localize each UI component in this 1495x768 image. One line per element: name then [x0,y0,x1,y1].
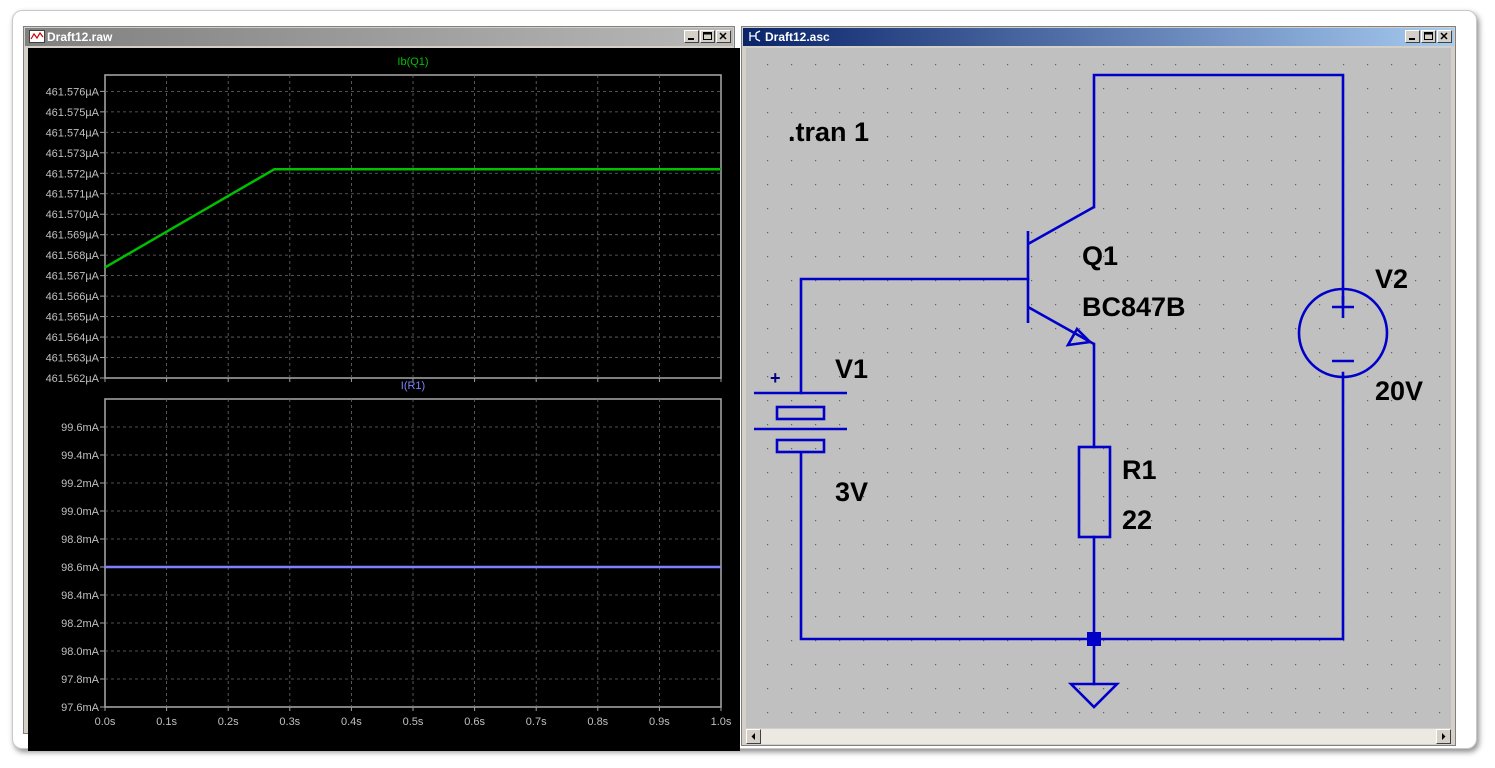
v1-plus-label: + [770,368,781,388]
x-tick-label: 0.8s [587,716,608,728]
y-tick-label: 461.571µA [46,189,100,201]
v1-value-label[interactable]: 3V [835,477,868,507]
y-tick-label: 461.569µA [46,230,100,242]
q1-name-label[interactable]: Q1 [1082,241,1118,271]
battery-v1[interactable] [754,391,847,454]
close-button[interactable] [1437,30,1452,43]
maximize-icon [1424,32,1433,40]
close-icon [1440,32,1448,40]
y-tick-label: 461.572µA [46,168,100,180]
x-tick-label: 0.5s [403,716,424,728]
y-tick-label: 461.575µA [46,107,100,119]
v1-name-label[interactable]: V1 [835,354,868,384]
spice-directive[interactable]: .tran 1 [788,117,869,147]
screenshot-frame: Draft12.raw Ib(Q1) 461.576µA 461.575µA 461.… [12,10,1477,751]
v2-name-label[interactable]: V2 [1375,264,1408,294]
y-tick-label: 461.566µA [46,291,100,303]
y-tick-label: 98.4mA [61,590,100,602]
y-tick-label: 98.8mA [61,534,100,546]
minimize-button[interactable] [1405,30,1420,43]
y-tick-label: 461.562µA [46,373,100,385]
y-tick-label: 461.565µA [46,312,100,324]
transistor-q1[interactable] [1026,205,1095,347]
y-tick-label: 99.2mA [61,478,100,490]
y-tick-label: 461.568µA [46,250,100,262]
y-tick-label: 99.4mA [61,450,100,462]
schematic-titlebar[interactable]: Draft12.asc [743,28,1454,46]
voltage-source-v2[interactable] [1297,287,1389,379]
arrow-left-icon [751,733,755,740]
y-tick-label: 99.0mA [61,506,100,518]
r1-name-label[interactable]: R1 [1122,455,1157,485]
y-tick-label: 98.0mA [61,646,100,658]
junction-node[interactable] [1087,632,1101,646]
y-tick-label: 461.574µA [46,127,100,139]
wire-collector-v2[interactable] [1092,73,1345,305]
y-tick-label: 461.576µA [46,86,100,98]
maximize-button[interactable] [1421,30,1436,43]
grid-dots [746,48,1451,728]
r1-value-label[interactable]: 22 [1122,505,1152,535]
y-tick-label: 461.567µA [46,271,100,283]
x-tick-label: 0.7s [526,716,547,728]
arrow-right-icon [1442,733,1446,740]
y-tick-label: 461.563µA [46,353,100,365]
wires[interactable] [799,73,1345,686]
y-tick-label: 97.8mA [61,674,100,686]
y-tick-label: 98.2mA [61,618,100,630]
x-tick-label: 0.6s [464,716,485,728]
emitter-arrow-icon [1065,326,1093,347]
waveform-titlebar[interactable]: Draft12.raw [25,28,733,46]
minimize-button[interactable] [684,30,699,43]
plot-canvas[interactable]: Ib(Q1) 461.576µA 461.575µA 461.574µA 461.573… [28,48,740,751]
scroll-right-button[interactable] [1436,729,1451,744]
resistor-r1[interactable] [1077,445,1112,539]
waveform-title: Draft12.raw [47,30,113,44]
plot-area[interactable]: Ib(Q1) 461.576µA 461.575µA 461.574µA 461.573… [28,48,740,751]
x-tick-label: 0.3s [279,716,300,728]
ground-icon[interactable] [1067,682,1121,709]
schematic-app-icon [749,30,761,42]
x-tick-label: 1.0s [711,716,732,728]
wire-v1-bottom[interactable] [799,451,1096,641]
y-tick-label: 461.570µA [46,209,100,221]
trace-line [104,167,721,269]
x-tick-label: 0.9s [649,716,670,728]
wire-base-v1[interactable] [799,277,1030,395]
x-tick-label: 0.2s [218,716,239,728]
schematic-canvas[interactable]: + .tran 1 Q1 BC847B V1 3V [746,48,1451,728]
v2-value-label[interactable]: 20V [1375,376,1423,406]
x-tick-label: 0.4s [341,716,362,728]
x-tick-label: 0.0s [95,716,116,728]
wire-v2-bottom[interactable] [1092,371,1345,641]
y-tick-label: 461.573µA [46,148,100,160]
schematic-window[interactable]: Draft12.asc [741,26,1456,746]
maximize-button[interactable] [700,30,715,43]
minimize-icon [688,38,694,40]
schematic-drawing[interactable]: + .tran 1 Q1 BC847B V1 3V [746,48,1451,728]
horizontal-scrollbar[interactable] [746,729,1451,744]
plot-border [104,398,722,708]
waveform-app-icon [29,30,45,43]
schematic-title: Draft12.asc [765,30,830,44]
y-tick-label: 99.6mA [61,422,100,434]
minimize-icon [1409,38,1415,40]
waveform-window[interactable]: Draft12.raw Ib(Q1) 461.576µA 461.575µA 461.… [23,26,740,751]
scrollbar-track[interactable] [761,729,1436,744]
y-tick-label: 461.564µA [46,332,100,344]
x-tick-label: 0.1s [156,716,177,728]
y-tick-label: 97.6mA [61,702,100,714]
maximize-icon [703,32,712,40]
y-tick-label: 98.6mA [61,562,100,574]
trace-label: I(R1) [401,380,425,392]
close-button[interactable] [716,30,731,43]
trace-label: Ib(Q1) [397,56,428,68]
scroll-left-button[interactable] [746,729,761,744]
q1-value-label[interactable]: BC847B [1082,292,1186,322]
close-icon [719,32,727,40]
